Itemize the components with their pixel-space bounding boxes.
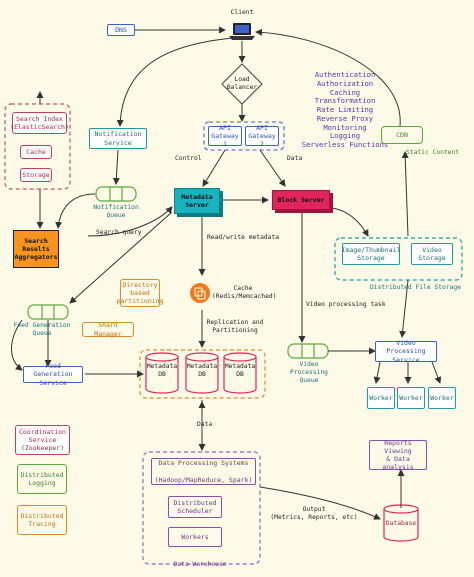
client-label: Client xyxy=(230,9,254,16)
gateway-features-list: Authentication Authorization Caching Tra… xyxy=(290,70,400,150)
worker-box-2[interactable]: Worker xyxy=(397,387,425,409)
gateway-group-outline xyxy=(203,121,285,151)
search-results-aggregators[interactable]: Search Results Aggregators xyxy=(13,230,59,268)
feature-item: Caching xyxy=(329,87,361,97)
workers-box[interactable]: Workers xyxy=(168,527,222,547)
coordination-service-box[interactable]: Coordination Service (Zookeeper) xyxy=(15,425,70,455)
video-processing-queue-shape xyxy=(287,343,329,359)
notification-queue-label: Notification Queue xyxy=(93,204,139,219)
cdn-box[interactable]: CDN xyxy=(381,126,423,144)
video-processing-service[interactable]: Video Processing Service xyxy=(375,339,437,364)
feature-item: Transformation xyxy=(314,96,376,106)
distributed-tracing-box[interactable]: Distributed Tracing xyxy=(17,505,67,535)
metadata-server-box[interactable]: Metadata Server xyxy=(174,188,220,214)
search-group-outline xyxy=(4,103,71,190)
notification-queue-shape xyxy=(95,186,137,202)
data-label-db: Data xyxy=(197,421,213,428)
metadata-db-label-3: Metadata DB xyxy=(224,363,256,378)
feature-item: Serverless Functions xyxy=(301,140,389,150)
image-thumbnail-storage[interactable]: Image/Thumbnail Storage xyxy=(342,243,400,265)
feature-item: Logging xyxy=(329,131,361,141)
distributed-file-storage-label: Distributed File Storage xyxy=(370,284,461,291)
worker-box-1[interactable]: Worker xyxy=(367,387,395,409)
feed-generation-queue-label: Feed Generation Queue xyxy=(13,322,71,337)
read-write-metadata-label: Read/write metadata xyxy=(207,234,280,241)
feed-generation-queue-shape xyxy=(27,304,69,320)
directory-partitioning-box[interactable]: Directory based partitioning xyxy=(116,279,164,307)
video-storage[interactable]: Video Storage xyxy=(411,243,453,265)
video-processing-task-label: Video processing task xyxy=(306,301,386,308)
worker-box-3[interactable]: Worker xyxy=(428,387,456,409)
api-gateway-1[interactable]: API Gateway 1 xyxy=(208,124,242,148)
output-label: Output (Metrics, Reports, etc) xyxy=(270,506,358,521)
cache-redis-label: Cache (Redis/Memcached) xyxy=(212,285,277,300)
feature-item: Authentication xyxy=(314,70,376,79)
data-warehouse-label: Data Warehouse xyxy=(173,561,227,568)
cache-box[interactable]: Cache xyxy=(20,145,52,159)
shard-manager-box[interactable]: Shard Manager xyxy=(82,321,134,338)
feed-generation-service[interactable]: Feed Generation Service xyxy=(23,362,83,387)
database-label: Database xyxy=(385,520,417,527)
connector-lines xyxy=(11,26,442,520)
distributed-scheduler[interactable]: Distributed Scheduler xyxy=(168,496,222,518)
metadata-db-label-1: Metadata DB xyxy=(146,363,178,378)
feature-item: Authorization xyxy=(316,78,374,88)
feature-item: Rate Limiting xyxy=(316,105,374,115)
api-gateway-2[interactable]: API Gateway 2 xyxy=(245,124,279,148)
block-server-box[interactable]: Block Server xyxy=(272,190,330,210)
notification-service-box[interactable]: Notification Service xyxy=(89,128,147,149)
search-index-box[interactable]: Search Index (ElasticSearch) xyxy=(10,112,69,134)
distributed-logging-box[interactable]: Distributed Logging xyxy=(17,464,67,494)
feature-item: Monitoring xyxy=(323,122,367,132)
data-processing-systems[interactable]: Data Processing Systems (Hadoop/MapReduc… xyxy=(151,458,256,485)
reports-viewing-box[interactable]: Reports Viewing & Data analysis xyxy=(369,439,427,471)
video-processing-queue-label: Video Processing Queue xyxy=(290,361,328,384)
static-content-label: Static Content xyxy=(406,149,460,156)
control-label: Control xyxy=(175,155,202,162)
replication-label: Replication and Partitioning xyxy=(206,319,264,334)
data-flow-label: Data xyxy=(287,155,303,162)
laptop-icon xyxy=(229,23,255,40)
dns-box[interactable]: DNS xyxy=(107,24,135,36)
search-query-label: Search query xyxy=(96,229,142,236)
metadata-db-label-2: Metadata DB xyxy=(186,363,218,378)
metadata-db-cylinders xyxy=(145,352,257,394)
file-storage-group-outline xyxy=(334,237,463,281)
storage-box[interactable]: Storage xyxy=(20,168,52,182)
db-group-outline xyxy=(139,349,266,399)
redis-cache-icon xyxy=(190,283,210,303)
database-cylinder xyxy=(383,504,419,542)
load-balancer-label: Load Balancer xyxy=(226,76,258,91)
feature-item: Reverse Proxy xyxy=(316,113,374,123)
warehouse-group-outline xyxy=(142,451,261,565)
